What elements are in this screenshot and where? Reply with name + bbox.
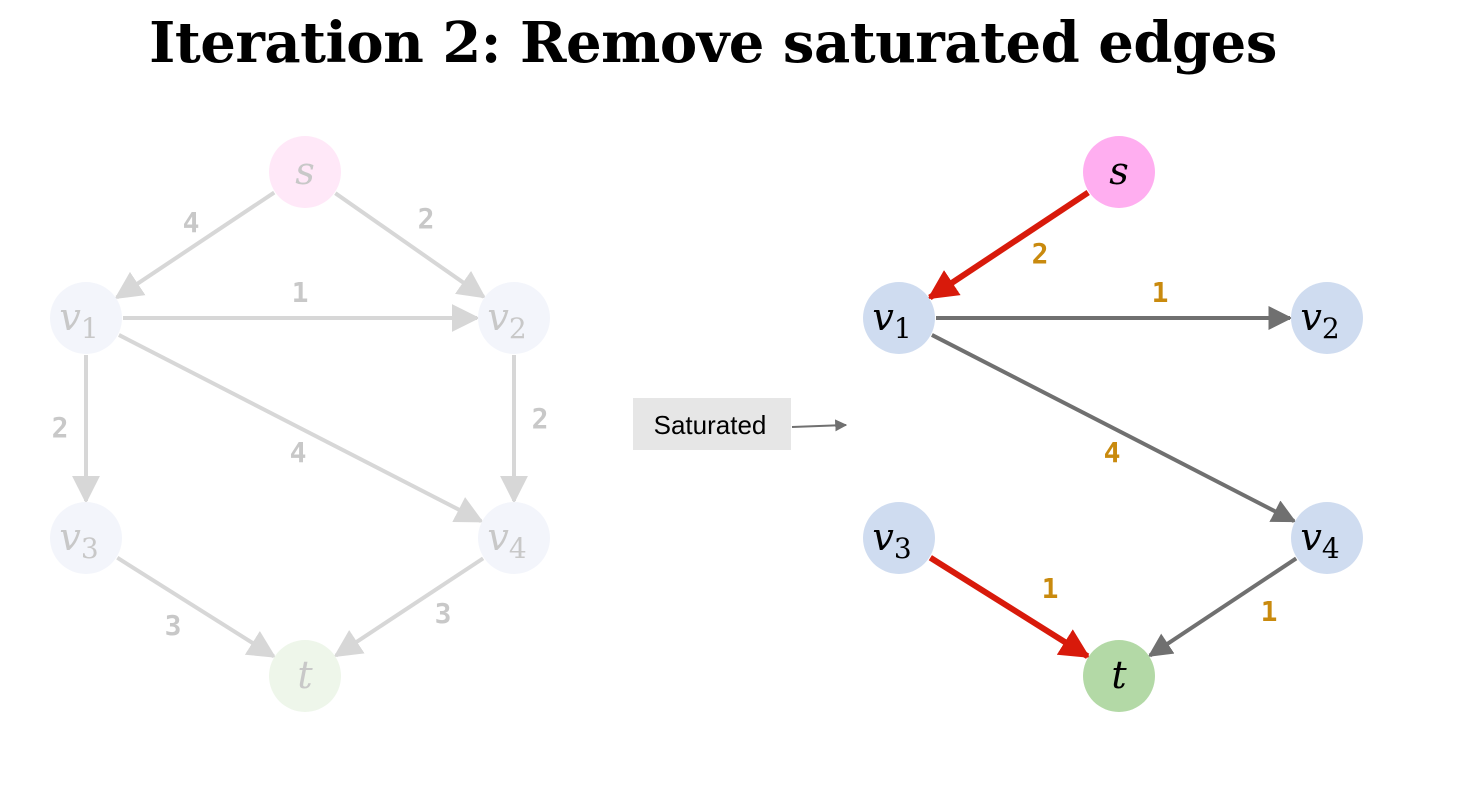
saturated-pointer-arrow bbox=[791, 419, 848, 432]
node-circle bbox=[1083, 640, 1155, 712]
node-circle bbox=[50, 282, 122, 354]
edge-weight-v1-v2: 1 bbox=[1152, 276, 1169, 309]
node-circle bbox=[863, 502, 935, 574]
node-circle bbox=[269, 640, 341, 712]
node-circle bbox=[478, 502, 550, 574]
node-v1-faded: v1 bbox=[50, 282, 122, 354]
edge-s-v2-faded bbox=[334, 191, 486, 299]
edge-weight-v1-v4: 4 bbox=[1104, 436, 1121, 469]
edge-v3-t bbox=[928, 555, 1091, 659]
node-circle bbox=[1083, 136, 1155, 208]
edge-weight-v1-v4-faded: 4 bbox=[290, 436, 307, 469]
edge-weight-v3-t-faded: 3 bbox=[165, 609, 182, 642]
slide-title: Iteration 2: Remove saturated edges bbox=[149, 10, 1277, 76]
node-circle bbox=[1291, 502, 1363, 574]
node-circle bbox=[478, 282, 550, 354]
node-v4-faded: v4 bbox=[478, 502, 550, 574]
node-label: t bbox=[1111, 653, 1127, 697]
edge-v4-t-faded bbox=[333, 556, 485, 658]
node-circle bbox=[269, 136, 341, 208]
node-label: v3 bbox=[872, 515, 911, 565]
edge-weight-v3-t: 1 bbox=[1042, 572, 1059, 605]
edge-weight-v1-v2-faded: 1 bbox=[292, 276, 309, 309]
edge-weight-s-v2-faded: 2 bbox=[418, 202, 435, 235]
edge-weight-v4-t: 1 bbox=[1261, 595, 1278, 628]
node-circle bbox=[1291, 282, 1363, 354]
residual-network: 2 1 4 1 1 s v1 v2 v3 v4 t bbox=[863, 136, 1363, 712]
edge-weight-s-v1-faded: 4 bbox=[183, 206, 200, 239]
node-v2: v2 bbox=[1291, 282, 1363, 354]
node-label: s bbox=[1109, 149, 1129, 193]
node-label: s bbox=[295, 149, 315, 193]
node-v2-faded: v2 bbox=[478, 282, 550, 354]
node-t-faded: t bbox=[269, 640, 341, 712]
node-circle bbox=[50, 502, 122, 574]
edge-weight-s-v1: 2 bbox=[1032, 237, 1049, 270]
edge-v4-t bbox=[1147, 556, 1298, 658]
node-label: v1 bbox=[872, 295, 911, 345]
saturated-label: Saturated bbox=[654, 410, 767, 440]
edge-v1-v4 bbox=[930, 333, 1297, 523]
node-circle bbox=[863, 282, 935, 354]
node-v4: v4 bbox=[1291, 502, 1363, 574]
saturated-callout: Saturated bbox=[633, 398, 848, 450]
edge-v3-t-faded bbox=[116, 556, 277, 658]
edge-s-v1 bbox=[927, 189, 1090, 301]
saturated-label-box bbox=[633, 398, 791, 450]
node-s: s bbox=[1083, 136, 1155, 208]
edge-weight-v1-v3-faded: 2 bbox=[52, 411, 69, 444]
node-v3: v3 bbox=[863, 502, 935, 574]
original-network-faded: 4 2 1 2 4 2 3 3 s v1 v2 v3 v4 t bbox=[50, 136, 550, 712]
edge-s-v1-faded bbox=[114, 190, 276, 300]
edge-v1-v4-faded bbox=[117, 333, 484, 523]
edge-weight-v2-v4-faded: 2 bbox=[532, 402, 549, 435]
node-v1: v1 bbox=[863, 282, 935, 354]
edge-weight-v4-t-faded: 3 bbox=[435, 597, 452, 630]
node-label: t bbox=[297, 653, 313, 697]
node-v3-faded: v3 bbox=[50, 502, 122, 574]
node-s-faded: s bbox=[269, 136, 341, 208]
node-t: t bbox=[1083, 640, 1155, 712]
